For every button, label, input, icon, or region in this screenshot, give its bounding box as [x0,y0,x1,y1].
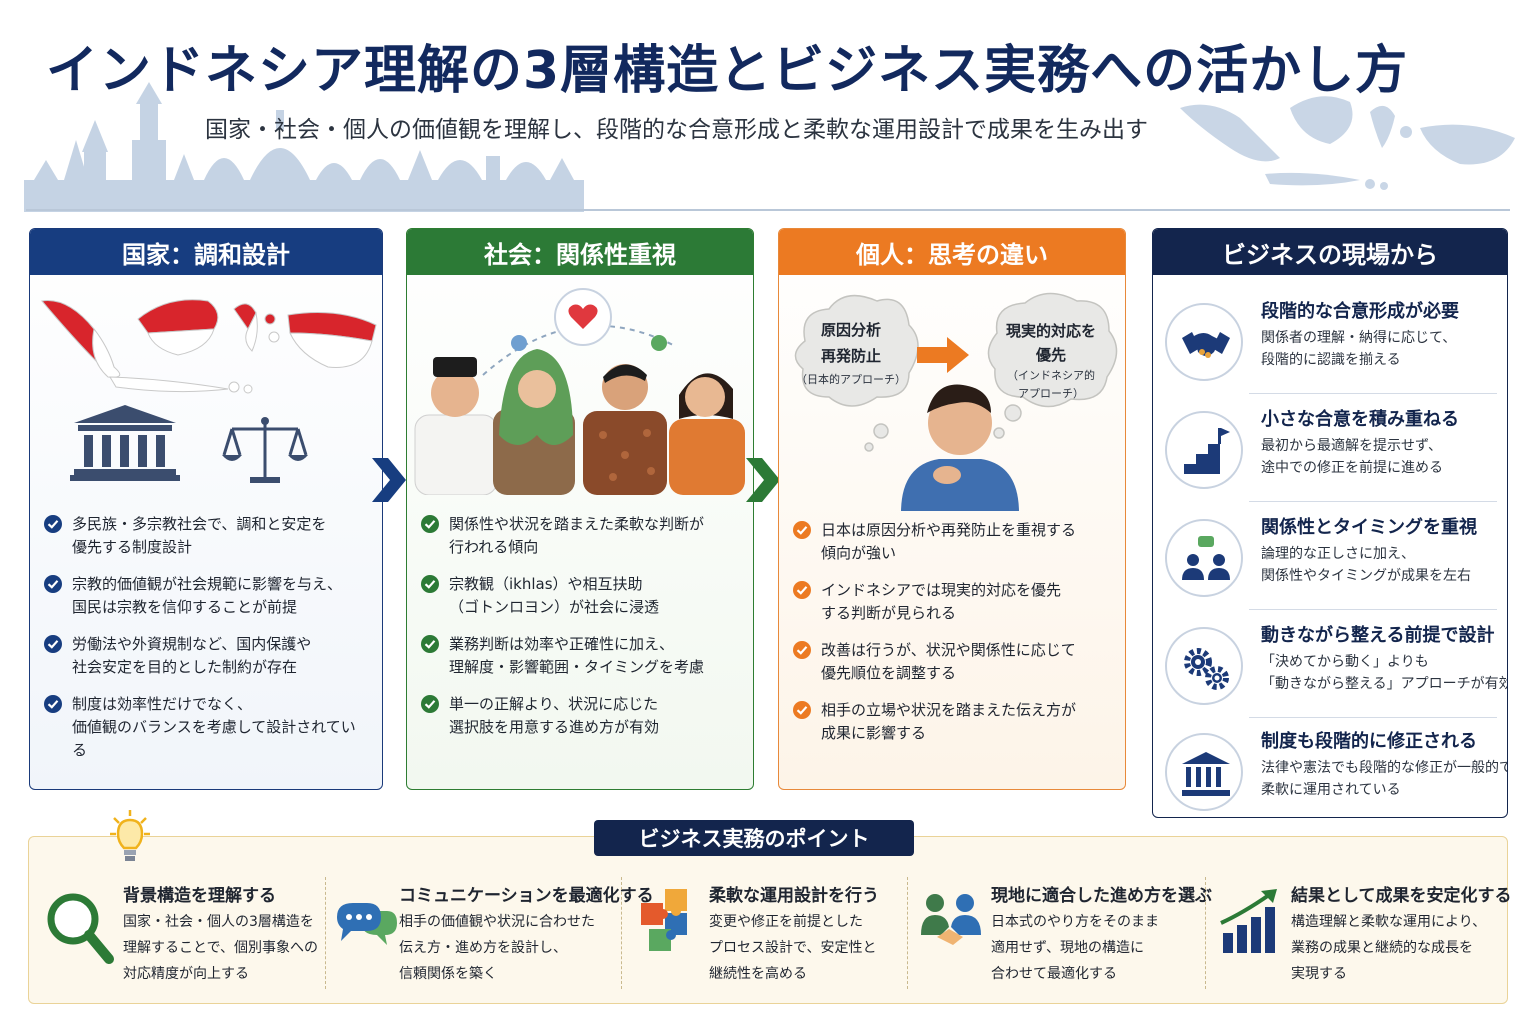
check-icon [44,575,62,593]
society-bullet: 宗教観（ikhlas）や相互扶助 （ゴトンロヨン）が社会に浸透 [421,573,741,619]
item-divider [1249,717,1497,718]
item-divider [1249,501,1497,502]
check-icon [793,701,811,719]
business-points-title: ビジネス実務のポイント [594,820,914,856]
stairs-flag-icon [1184,428,1230,474]
points-divider [1205,877,1206,989]
check-icon [421,575,439,593]
institution-icon [1182,752,1230,796]
check-icon [44,635,62,653]
business-item: 動きながら整える前提で設計 「決めてから動く」よりも「動きながら整える」アプロー… [1163,613,1507,719]
column-business-title: ビジネスの現場から [1153,229,1507,275]
column-nation-title: 国家：調和設計 [30,229,382,275]
check-icon [44,515,62,533]
government-building-icon [70,405,180,481]
page-title: インドネシア理解の3層構造とビジネス実務への活かし方 [46,41,1409,101]
page-subtitle: 国家・社会・個人の価値観を理解し、段階的な合意形成と柔軟な運用設計で成果を生み出… [205,117,1148,143]
society-bullet: 関係性や状況を踏まえた柔軟な判断が 行われる傾向 [421,513,741,559]
header: インドネシア理解の3層構造とビジネス実務への活かし方 国家・社会・個人の価値観を… [0,0,1536,212]
business-item: 小さな合意を積み重ねる 最初から最適解を提示せず、途中での修正を前提に進める [1163,397,1499,503]
business-item: 制度も段階的に修正される 法律や憲法でも段階的な修正が一般的で、柔軟に運用されて… [1163,719,1507,817]
points-divider [907,877,908,989]
puzzle-icon [641,889,687,951]
skyline-illustration [24,82,584,212]
individual-bullet: 改善は行うが、状況や関係性に応じて 優先順位を調整する [793,639,1113,685]
nation-bullet-list: 多民族・多宗教社会で、調和と安定を 優先する制度設計 宗教的価値観が社会規範に影… [44,513,364,762]
individual-bullet: 相手の立場や状況を踏まえた伝え方が 成果に影響する [793,699,1113,745]
check-icon [421,635,439,653]
column-individual-title: 個人：思考の違い [779,229,1125,275]
point-item: 背景構造を理解する 国家・社会・個人の3層構造を理解することで、個別事象への対応… [45,881,325,991]
point-item: コミュニケーションを最適化する 相手の価値観や状況に合わせた伝え方・進め方を設計… [335,881,654,991]
check-icon [793,521,811,539]
business-item: 関係性とタイミングを重視 論理的な正しさに加え、関係性やタイミングが成果を左右 [1163,505,1499,611]
society-bullet-list: 関係性や状況を踏まえた柔軟な判断が 行われる傾向 宗教観（ikhlas）や相互扶… [421,513,741,739]
check-icon [793,641,811,659]
people-handshake-icon [921,894,981,945]
gears-icon [1184,648,1229,690]
speech-bubbles-icon [337,903,397,945]
header-divider [26,209,1510,211]
item-divider [1249,609,1497,610]
column-nation: 国家：調和設計 [29,228,383,790]
item-divider [1249,393,1497,394]
check-icon [421,695,439,713]
points-divider [325,877,326,989]
society-bullet: 単一の正解より、状況に応じた 選択肢を用意する進め方が有効 [421,693,741,739]
thinking-person-icon [794,292,1118,511]
point-item: 柔軟な運用設計を行う 変更や修正を前提としたプロセス設計で、安定性と継続性を高め… [637,881,907,991]
business-points-panel: 背景構造を理解する 国家・社会・個人の3層構造を理解することで、個別事象への対応… [28,836,1512,1004]
point-item: 現地に適合した進め方を選ぶ 日本式のやり方をそのまま適用せず、現地の構造に合わせ… [919,881,1212,991]
individual-bullet: 日本は原因分析や再発防止を重視する 傾向が強い [793,519,1113,565]
arrow-right-icon [746,458,780,502]
check-icon [44,695,62,713]
column-individual: 個人：思考の違い 原因分析 再発防止 （日本的アプローチ） 現実的対応を 優先 … [778,228,1126,790]
indonesia-flag-map-icon [41,299,377,394]
point-item: 結果として成果を安定化する 構造理解と柔軟な運用により、業務の成果と継続的な成長… [1219,881,1512,991]
japanese-approach-bubble: 原因分析 再発防止 （日本的アプローチ） [796,321,906,386]
check-icon [793,581,811,599]
column-business: ビジネスの現場から 段階的な合意形成が必要 関係者の理解・納得に応じて、段階的に… [1152,228,1508,818]
nation-bullet: 多民族・多宗教社会で、調和と安定を 優先する制度設計 [44,513,364,559]
lightbulb-icon [110,810,150,861]
indonesian-approach-bubble: 現実的対応を 優先 （インドネシア的 アプローチ） [1005,322,1096,400]
handshake-icon [1182,332,1230,358]
points-divider [621,877,622,989]
nation-bullet: 制度は効率性だけでなく、 価値観のバランスを考慮して設計されている [44,693,364,762]
scales-of-justice-icon [222,417,308,483]
business-item: 段階的な合意形成が必要 関係者の理解・納得に応じて、段階的に認識を揃える [1163,289,1499,395]
arrow-right-icon [372,458,406,502]
society-bullet: 業務判断は効率や正確性に加え、 理解度・影響範囲・タイミングを考慮 [421,633,741,679]
check-icon [421,515,439,533]
people-conversation-icon [414,288,745,495]
growth-chart-icon [1220,889,1277,953]
individual-bullet: インドネシアでは現実的対応を優先 する判断が見られる [793,579,1113,625]
nation-bullet: 労働法や外資規制など、国内保護や 社会安定を目的とした制約が存在 [44,633,364,679]
archipelago-background-icon [1180,96,1515,190]
nation-bullet: 宗教的価値観が社会規範に影響を与え、 国民は宗教を信仰することが前提 [44,573,364,619]
people-chat-icon [1182,536,1230,580]
column-society-title: 社会：関係性重視 [407,229,753,275]
column-society: 社会：関係性重視 関係性や状況を踏まえた柔軟な判断が 行われる傾向 [406,228,754,790]
individual-bullet-list: 日本は原因分析や再発防止を重視する 傾向が強い インドネシアでは現実的対応を優先… [793,519,1113,745]
magnifier-icon [47,893,114,964]
